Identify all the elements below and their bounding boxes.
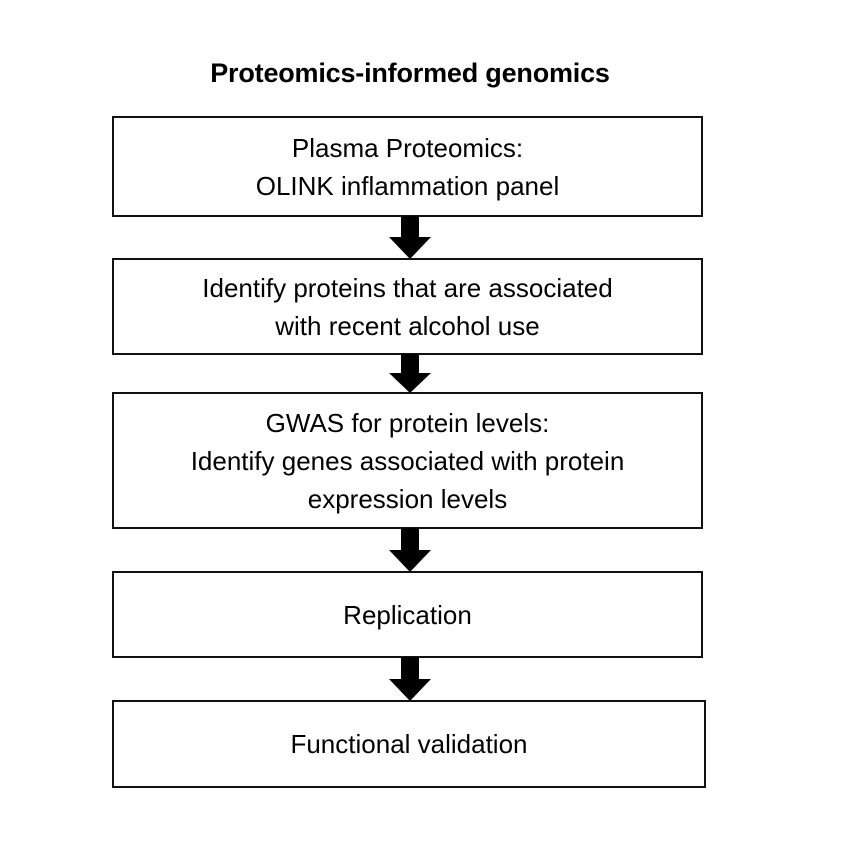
flow-box-step-5: Functional validation <box>112 700 706 788</box>
flow-box-step-1-label: Plasma Proteomics: OLINK inflammation pa… <box>255 132 560 201</box>
flow-box-step-5-label: Functional validation <box>290 729 528 759</box>
flow-box-step-3-label: GWAS for protein levels: Identify genes … <box>190 407 625 514</box>
arrow-down-icon-3 <box>389 528 431 572</box>
flow-box-step-4-label: Replication <box>343 599 472 630</box>
arrow-down-icon-4 <box>389 657 431 701</box>
arrow-down-icon-1 <box>389 216 431 259</box>
page-title: Proteomics-informed genomics <box>210 58 610 88</box>
flow-box-step-4: Replication <box>112 571 703 658</box>
flow-box-step-2: Identify proteins that are associated wi… <box>112 258 703 355</box>
flow-box-step-1: Plasma Proteomics: OLINK inflammation pa… <box>112 116 703 217</box>
arrow-down-icon-2 <box>389 354 431 393</box>
flow-box-step-3: GWAS for protein levels: Identify genes … <box>112 392 703 529</box>
flow-box-step-2-label: Identify proteins that are associated wi… <box>202 272 613 341</box>
